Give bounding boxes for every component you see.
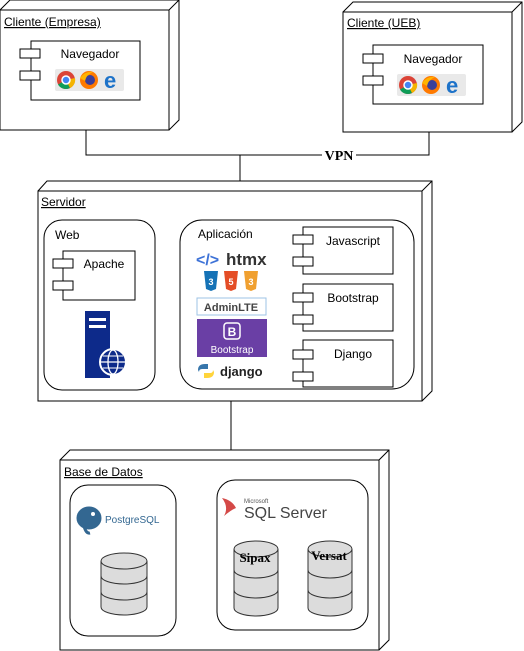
- client-company-link: [85, 130, 240, 156]
- database-label: Versat: [311, 548, 347, 563]
- app-container[interactable]: Aplicación </> htmx 3 5 3 AdminLTE B: [179, 219, 415, 390]
- sipax-database[interactable]: Sipax: [233, 540, 279, 617]
- component-icon: [362, 53, 384, 86]
- server-node[interactable]: Servidor Web Apache: [37, 180, 433, 402]
- javascript-component[interactable]: Javascript: [292, 226, 394, 275]
- svg-text:htmx: htmx: [226, 250, 267, 269]
- component-label: Navegador: [61, 47, 120, 61]
- node-title: Cliente (UEB): [347, 16, 420, 30]
- apache-component[interactable]: Apache: [52, 250, 136, 301]
- database-cylinder-icon: [233, 540, 279, 617]
- chrome-icon: [57, 71, 76, 90]
- component-label: Django: [334, 347, 372, 361]
- svg-text:SQL Server: SQL Server: [244, 505, 328, 522]
- vpn-label: VPN: [325, 149, 354, 164]
- firefox-icon: [422, 76, 440, 94]
- django-component[interactable]: Django: [292, 339, 394, 388]
- component-label: Bootstrap: [327, 291, 379, 305]
- postgres-logo: PostgreSQL: [75, 505, 160, 535]
- svg-text:3: 3: [248, 277, 253, 287]
- versat-database[interactable]: Versat: [307, 540, 353, 617]
- node-title: Servidor: [41, 195, 86, 209]
- browser-logos: e: [397, 73, 466, 98]
- web-standards-logos: 3 5 3: [204, 271, 258, 291]
- bootstrap-logo: B Bootstrap: [197, 319, 267, 357]
- svg-text:django: django: [220, 364, 263, 379]
- component-label: Navegador: [404, 52, 463, 66]
- svg-text:</>: </>: [196, 252, 219, 269]
- client-company-node[interactable]: Cliente (Empresa) Navegador e: [0, 0, 180, 131]
- component-icon: [292, 234, 314, 267]
- python-icon: [198, 364, 214, 378]
- edge-icon: e: [104, 68, 116, 93]
- chrome-icon: [399, 76, 418, 95]
- app-label: Aplicación: [198, 227, 253, 241]
- sqlserver-container[interactable]: Microsoft SQL Server Sipax: [216, 479, 369, 631]
- connectors: [85, 130, 430, 450]
- htmx-logo: </> htmx: [196, 250, 267, 269]
- component-icon: [292, 349, 314, 382]
- browser-component[interactable]: Navegador e: [362, 44, 484, 105]
- svg-text:PostgreSQL: PostgreSQL: [105, 515, 160, 526]
- component-label: Apache: [84, 257, 125, 271]
- database-label: Sipax: [239, 550, 271, 565]
- browser-component[interactable]: Navegador e: [19, 40, 141, 101]
- browser-logos: e: [55, 68, 124, 93]
- client-ueb-node[interactable]: Cliente (UEB) Navegador e: [342, 1, 523, 133]
- edge-icon: e: [446, 73, 458, 98]
- svg-text:3: 3: [208, 277, 213, 287]
- database-cylinder-icon: [100, 552, 148, 616]
- svg-text:5: 5: [228, 277, 233, 287]
- svg-text:AdminLTE: AdminLTE: [204, 302, 258, 314]
- svg-text:Bootstrap: Bootstrap: [211, 345, 254, 356]
- adminlte-logo: AdminLTE: [196, 297, 267, 316]
- component-icon: [52, 258, 74, 291]
- server-globe-icon: [85, 311, 127, 378]
- component-icon: [19, 48, 41, 81]
- svg-text:e: e: [446, 73, 458, 98]
- node-title: Base de Datos: [64, 465, 143, 479]
- django-logo: django: [198, 364, 263, 379]
- elephant-icon: [75, 505, 103, 535]
- sqlserver-logo: Microsoft SQL Server: [222, 498, 328, 522]
- database-cylinder-icon: [307, 540, 353, 617]
- svg-text:Microsoft: Microsoft: [244, 499, 269, 505]
- svg-text:e: e: [104, 68, 116, 93]
- postgres-container[interactable]: PostgreSQL: [69, 484, 177, 637]
- web-container[interactable]: Web Apache: [43, 219, 156, 391]
- client-ueb-link: [240, 132, 430, 156]
- component-label: Javascript: [326, 234, 381, 248]
- database-node[interactable]: Base de Datos PostgreSQL: [59, 449, 390, 651]
- svg-text:B: B: [228, 325, 237, 339]
- node-title: Cliente (Empresa): [4, 15, 101, 29]
- firefox-icon: [80, 71, 98, 89]
- bootstrap-component[interactable]: Bootstrap: [292, 283, 394, 332]
- web-label: Web: [55, 228, 80, 242]
- component-icon: [292, 292, 314, 325]
